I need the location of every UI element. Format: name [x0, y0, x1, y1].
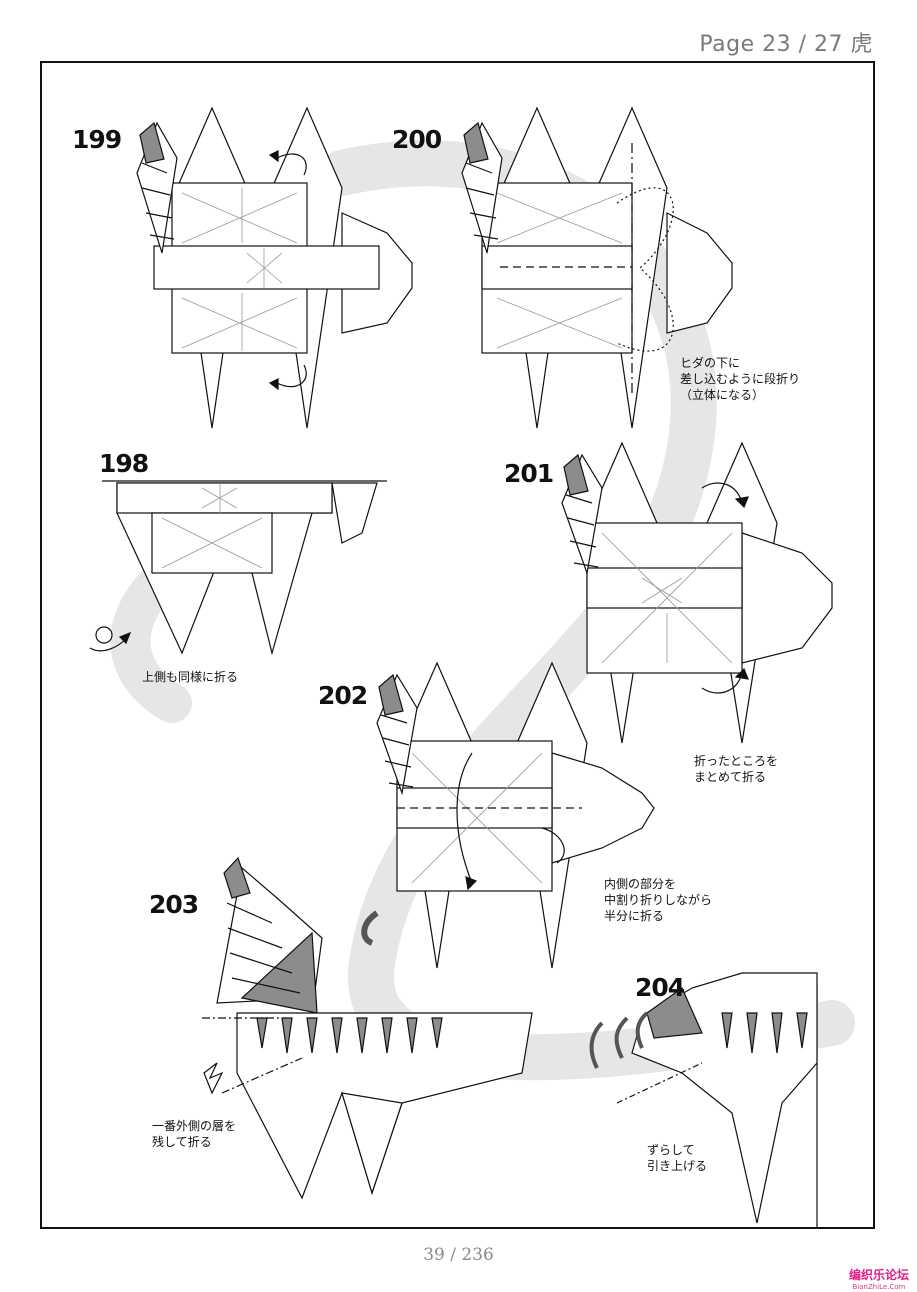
note-step-203: 一番外側の層を 残して折る [152, 1118, 236, 1150]
step-number-199: 199 [72, 125, 122, 154]
note-line: ずらして [647, 1143, 695, 1157]
model-step-203 [202, 856, 533, 1200]
note-step-198: 上側も同様に折る [142, 669, 238, 685]
pleat-shading-204 [721, 1012, 808, 1054]
note-line: （立体になる） [680, 388, 765, 402]
step-number-204: 204 [635, 973, 685, 1002]
note-step-204: ずらして 引き上げる [647, 1142, 707, 1174]
note-line: 引き上げる [647, 1159, 708, 1173]
note-line: 差し込むように段折り [680, 372, 801, 386]
watermark-sub-text: BianZhiLe.Com [852, 1283, 906, 1291]
note-step-201: 折ったところを まとめて折る [694, 753, 778, 785]
pleat-shading-203 [256, 1017, 443, 1054]
site-watermark-logo: 编织乐论坛 BianZhiLe.Com [849, 1266, 909, 1291]
model-step-200 [461, 106, 733, 429]
note-line: 残して折る [152, 1135, 212, 1149]
note-step-200: ヒダの下に 差し込むように段折り （立体になる） [680, 355, 800, 403]
note-line: まとめて折る [694, 770, 767, 784]
model-step-202 [361, 661, 655, 969]
note-line: 中割り折りしながら [604, 893, 713, 907]
note-line: 一番外側の層を [152, 1119, 237, 1133]
step-number-201: 201 [504, 459, 554, 488]
page-header: Page 23 / 27 虎 [699, 32, 873, 57]
note-line: ヒダの下に [680, 356, 741, 370]
step-number-198: 198 [99, 449, 149, 478]
note-line: 半分に折る [604, 909, 665, 923]
step-number-203: 203 [149, 890, 199, 919]
watermark-main-text: 编织乐论坛 [848, 1268, 909, 1282]
note-line: 内側の部分を [604, 877, 677, 891]
model-step-199 [136, 106, 413, 429]
page-counter: 39 / 236 [423, 1245, 494, 1265]
diagram-frame: 199 200 198 201 202 203 204 上側も同様に折る ヒダの… [40, 61, 875, 1229]
step-number-202: 202 [318, 681, 368, 710]
origami-diagram [89, 106, 855, 1228]
note-line: 上側も同様に折る [142, 670, 239, 684]
model-step-198 [89, 480, 387, 656]
model-step-204 [589, 972, 818, 1228]
step-number-200: 200 [392, 125, 442, 154]
model-step-201 [561, 441, 833, 744]
note-step-202: 内側の部分を 中割り折りしながら 半分に折る [604, 876, 712, 924]
note-line: 折ったところを [694, 754, 779, 768]
